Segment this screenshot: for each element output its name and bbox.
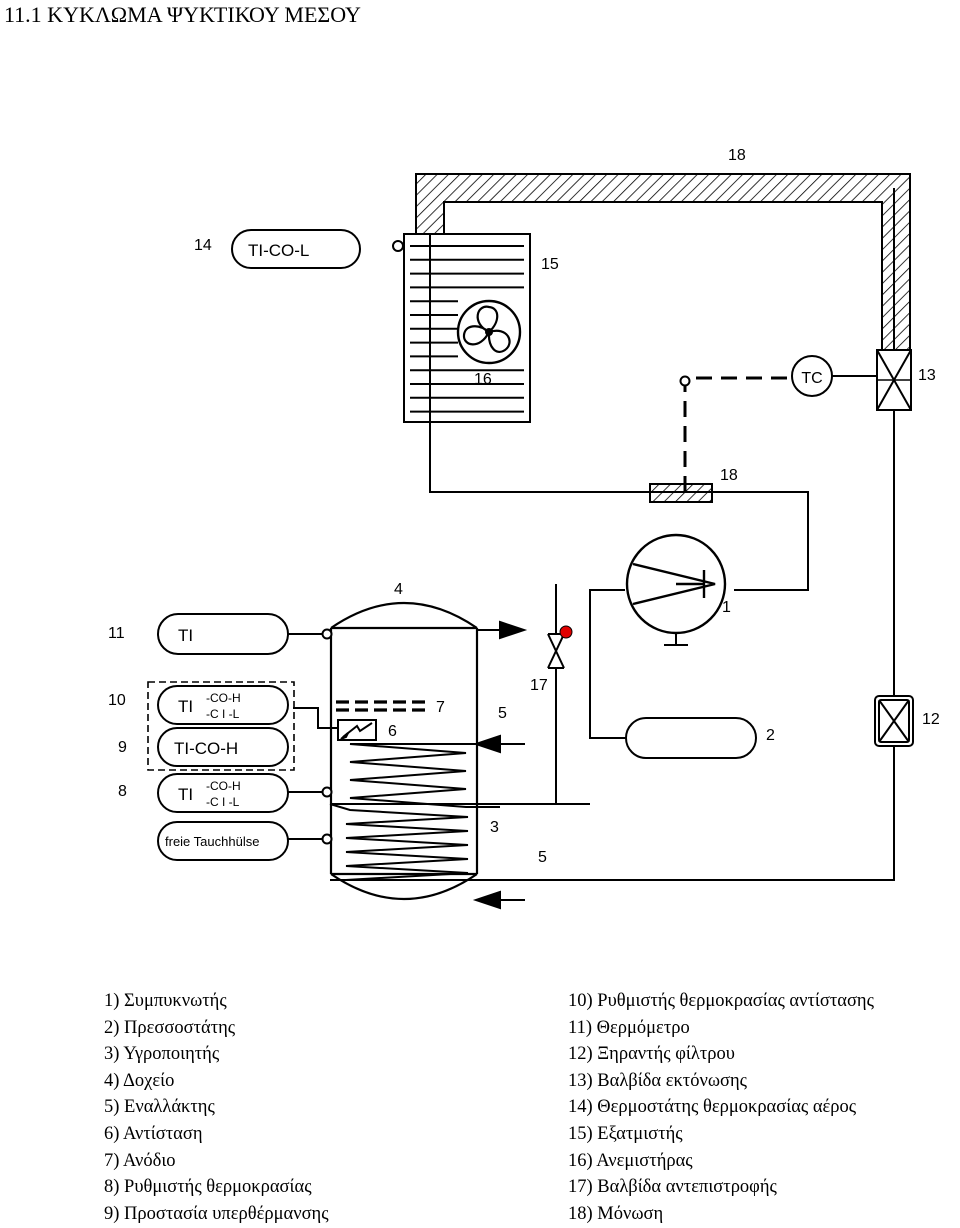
refrigerant-circuit-diagram: TC TI-CO-L bbox=[108, 147, 940, 910]
legend-item-right-4: 13) Βαλβίδα εκτόνωσης bbox=[568, 1070, 748, 1091]
legend-item-left-7: 7) Ανόδιο bbox=[104, 1150, 176, 1171]
legend-item-left-2: 2) Πρεσσοστάτης bbox=[104, 1017, 236, 1038]
thermometer-11: TI bbox=[157, 613, 289, 655]
air-thermostat: TI-CO-L bbox=[231, 229, 361, 269]
controller-group-frame bbox=[147, 681, 295, 771]
legend-item-left-1: 1) Συμπυκνωτής bbox=[104, 991, 227, 1011]
storage-tank bbox=[329, 602, 479, 900]
check-valve bbox=[547, 633, 565, 669]
callout-6: 6 bbox=[388, 723, 397, 740]
legend-item-right-9: 18) Μόνωση bbox=[568, 1203, 664, 1224]
callout-16: 16 bbox=[474, 371, 492, 388]
callout-numbers: 18 14 15 16 13 18 4 1 11 17 10 7 5 12 6 … bbox=[108, 147, 940, 866]
legend-item-left-8: 8) Ρυθμιστής θερμοκρασίας bbox=[104, 1177, 312, 1198]
callout-10: 10 bbox=[108, 692, 126, 709]
page-title: 11.1 ΚΥΚΛΩΜΑ ΨΥΚΤΙΚΟΥ ΜΕΣΟΥ bbox=[4, 2, 361, 27]
ti-co-h-label: TI-CO-H bbox=[174, 739, 238, 758]
expansion-valve bbox=[876, 349, 912, 411]
heating-element bbox=[293, 707, 377, 741]
callout-11: 11 bbox=[108, 625, 125, 642]
temperature-controller-8: TI -CO-H -C I -L bbox=[157, 773, 289, 813]
overheat-protection-9: TI-CO-H bbox=[157, 727, 289, 767]
callout-5-lower: 5 bbox=[538, 849, 547, 866]
callout-14: 14 bbox=[194, 237, 212, 254]
callout-2: 2 bbox=[766, 727, 775, 744]
callout-12: 12 bbox=[922, 711, 940, 728]
legend-item-left-6: 6) Αντίσταση bbox=[104, 1124, 203, 1144]
co-h-8-label: -CO-H bbox=[206, 779, 241, 793]
sleeve-label: freie Tauchhülse bbox=[165, 834, 259, 849]
immersion-sleeve: freie Tauchhülse bbox=[157, 821, 289, 861]
filter-drier bbox=[874, 695, 914, 747]
tc-controller: TC bbox=[791, 355, 833, 397]
check-valve-sensor-dot bbox=[559, 625, 573, 639]
ci-l-10-label: -C I -L bbox=[206, 707, 240, 721]
heater-thermostat-10: TI -CO-H -C I -L bbox=[157, 685, 289, 725]
tank-sensor-bulbs bbox=[321, 628, 333, 845]
legend-item-right-7: 16) Ανεμιστήρας bbox=[568, 1150, 693, 1171]
air-sensor-bulb bbox=[392, 240, 404, 252]
compressor bbox=[625, 533, 727, 646]
legend-item-left-9: 9) Προστασία υπερθέρμανσης bbox=[104, 1203, 329, 1224]
pressostat bbox=[625, 717, 757, 759]
callout-15: 15 bbox=[541, 256, 559, 273]
fan-icon bbox=[456, 299, 522, 365]
callout-17: 17 bbox=[530, 677, 548, 694]
capillary-bulb bbox=[679, 375, 691, 387]
callout-9: 9 bbox=[118, 739, 127, 756]
legend-item-left-3: 3) Υγροποιητής bbox=[104, 1044, 220, 1065]
legend-item-right-1: 10) Ρυθμιστής θερμοκρασίας αντίστασης bbox=[568, 991, 874, 1011]
ti-11-label: TI bbox=[178, 626, 193, 645]
refrigerant-piping bbox=[330, 188, 895, 881]
legend-item-left-4: 4) Δοχείο bbox=[104, 1070, 175, 1091]
heat-exchanger-coil bbox=[349, 743, 500, 808]
co-h-10-label: -CO-H bbox=[206, 691, 241, 705]
callout-3: 3 bbox=[490, 819, 499, 836]
ci-l-8-label: -C I -L bbox=[206, 795, 240, 809]
tc-label: TC bbox=[801, 370, 822, 387]
callout-18-bottom: 18 bbox=[720, 467, 738, 484]
ti-10-label: TI bbox=[178, 697, 193, 716]
anode bbox=[336, 700, 428, 712]
ti-co-l-label: TI-CO-L bbox=[248, 241, 309, 260]
ti-8-label: TI bbox=[178, 785, 193, 804]
legend-item-right-6: 15) Εξατμιστής bbox=[568, 1124, 683, 1144]
legend-item-left-5: 5) Εναλλάκτης bbox=[104, 1097, 215, 1118]
legend-item-right-5: 14) Θερμοστάτης θερμοκρασίας αέρος bbox=[568, 1097, 857, 1118]
callout-1: 1 bbox=[722, 599, 731, 616]
legend-item-right-3: 12) Ξηραντής φίλτρου bbox=[568, 1044, 735, 1065]
water-pipes bbox=[472, 620, 528, 910]
legend-item-right-2: 11) Θερμόμετρο bbox=[568, 1017, 690, 1038]
condenser-coil bbox=[329, 803, 469, 881]
legend-item-right-8: 17) Βαλβίδα αντεπιστροφής bbox=[568, 1177, 777, 1198]
callout-4: 4 bbox=[394, 581, 403, 598]
callout-7: 7 bbox=[436, 699, 445, 716]
callout-5-upper: 5 bbox=[498, 705, 507, 722]
callout-8: 8 bbox=[118, 783, 127, 800]
callout-13: 13 bbox=[918, 367, 936, 384]
callout-18-top: 18 bbox=[728, 147, 746, 164]
